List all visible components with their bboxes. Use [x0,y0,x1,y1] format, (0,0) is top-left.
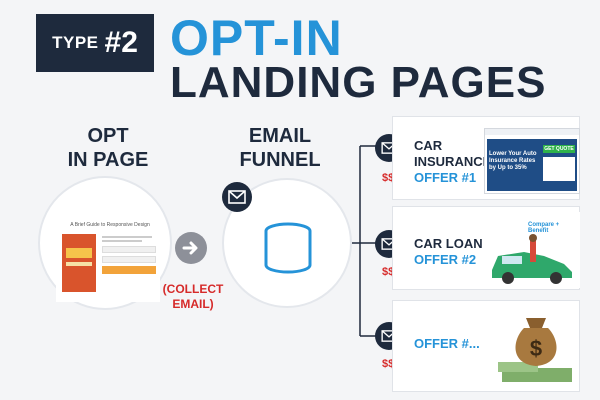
type-number: #2 [104,26,138,59]
offer1-thumb-text: Lower Your Auto Insurance Rates by Up to… [489,151,537,171]
offer1-label: CAR INSURANCE OFFER #1 [414,138,491,186]
offer3-price: $$ [382,358,395,370]
collect-line1: (COLLECT [162,282,224,296]
optin-label: OPT IN PAGE [58,124,158,172]
type-word: TYPE [52,33,99,52]
car-illustration [492,234,572,284]
offer3-label: OFFER #... [414,336,480,352]
mock-name-field [102,246,156,253]
offer2-label: CAR LOAN OFFER #2 [414,236,483,268]
mock-email-field [102,256,156,263]
envelope-icon [222,182,252,212]
offer2-thumbnail: Compare + Benefit [484,212,580,288]
offer1-thumbnail: Lower Your Auto Insurance Rates by Up to… [484,128,580,194]
mock-submit-button [102,266,156,274]
title-line2: LANDING PAGES [170,58,547,107]
offer1-thumb-cta: GET QUOTE [543,145,575,153]
offer3-line1: OFFER #... [414,336,480,351]
funnel-label-line2: FUNNEL [239,149,321,171]
offer1-price: $$ [382,172,395,184]
offer2-line2: OFFER #2 [414,252,477,267]
funnel-label: EMAIL FUNNEL [230,124,330,172]
optin-label-line1: OPT [87,125,129,147]
collect-email-note: (COLLECT EMAIL) [158,282,228,312]
offer1-line1: CAR [414,138,443,153]
offer2-price: $$ [382,266,395,278]
offer2-line1: CAR LOAN [414,236,483,251]
database-icon [264,222,312,274]
funnel-label-line1: EMAIL [248,125,312,147]
arrow-right-icon [175,232,207,264]
svg-text:$: $ [530,336,542,361]
offer2-thumb-text: Compare + Benefit [528,222,560,234]
offer1-line2: INSURANCE [414,154,492,169]
money-bag-icon: $ [498,318,572,382]
optin-page-mockup: A Brief Guide to Responsive Design [56,222,160,302]
optin-label-line2: IN PAGE [67,149,149,171]
type-badge: TYPE #2 [36,14,154,72]
ebook-cover [62,234,96,292]
optin-mock-headline: A Brief Guide to Responsive Design [70,222,150,228]
collect-line2: EMAIL) [172,297,214,311]
title-line1: OPT-IN [170,10,343,66]
offer1-line3: OFFER #1 [414,170,477,185]
